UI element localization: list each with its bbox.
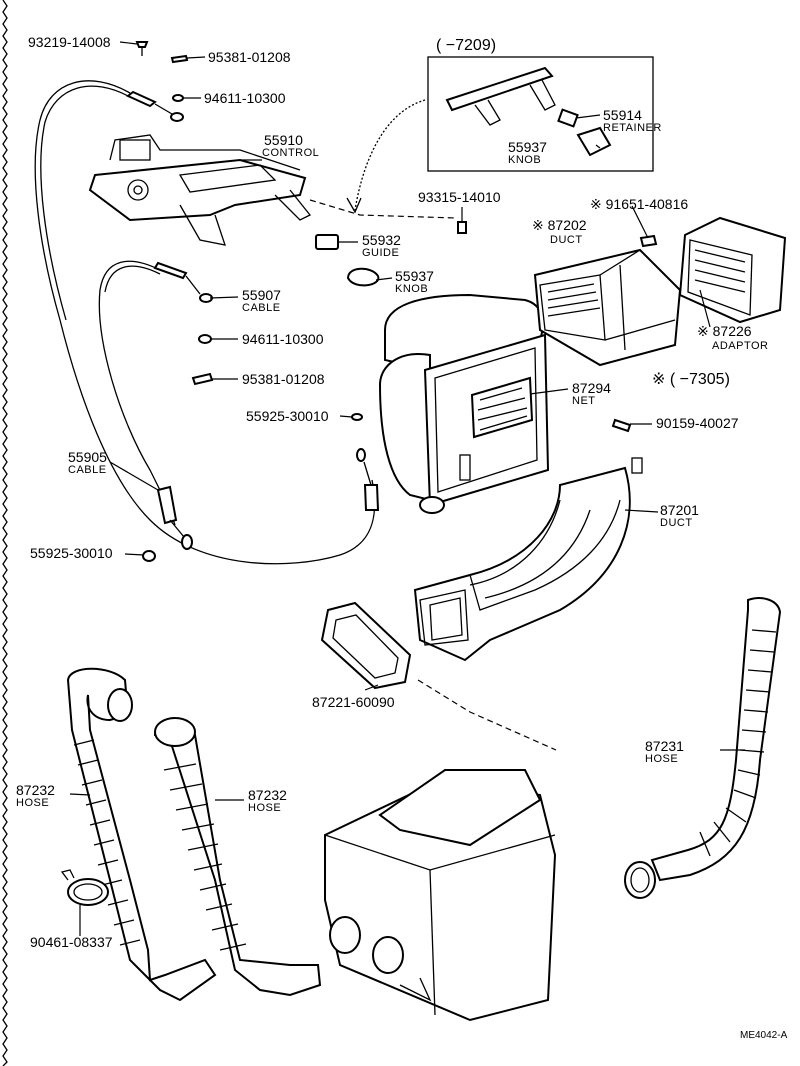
control-55910-drawing [88,134,312,246]
heater-box-drawing [324,769,557,1022]
part-94611-10300-lower: 94611-10300 [242,331,324,347]
hose-87232-left-drawing [66,667,217,1002]
diagram-code: ME4042-A [740,1030,788,1041]
cable-55905-inner [40,85,131,321]
part-95381-01208-lower: 95381-01208 [242,371,325,387]
part-55914-name: RETAINER [603,122,662,134]
knob-55937-drawing [346,267,380,287]
part-87226-number: ※ 87226 [697,323,752,339]
zigzag-border [2,0,8,1066]
part-55905-name: CABLE [68,464,107,476]
cable-55907-end [153,261,188,280]
inset-top-label: ( −7209) [436,37,496,54]
adaptor-87226-drawing [678,216,787,324]
cable-end-top [126,90,157,108]
part-94611-10300-top: 94611-10300 [204,90,286,106]
inset-box-top [427,56,654,172]
part-55937-top-name: KNOB [508,154,541,166]
part-87202-number: ※ 87202 [532,217,587,233]
part-87231-name: HOSE [645,753,678,765]
cable-end-left-lower [156,485,178,525]
part-87221-60090: 87221-60090 [312,694,395,710]
part-87232-right-name: HOSE [248,802,281,814]
guide-55932-drawing [315,234,339,250]
cable-end-right-lower [363,484,380,511]
part-87201-number: 87201 [660,502,699,518]
part-87231-number: 87231 [645,738,684,754]
part-55914-number: 55914 [603,107,642,123]
cable-55905-drawing [34,80,376,565]
part-87232-left-number: 87232 [16,782,55,798]
part-87226-name: ADAPTOR [712,340,768,352]
part-91651-40816: ※ 91651-40816 [590,196,688,212]
inset-right-label: ※ ( −7305) [652,371,730,388]
part-55937-top-number: 55937 [508,139,547,155]
cable-eyelet-top [170,112,184,122]
part-55925-30010-upper: 55925-30010 [246,408,329,424]
part-55907-name: CABLE [242,302,281,314]
part-55937-lower-name: KNOB [395,283,428,295]
cable-55907-drawing [98,260,176,526]
part-90461-08337: 90461-08337 [30,934,113,950]
part-87201-name: DUCT [660,517,693,529]
part-55910-number: 55910 [264,132,303,148]
part-55932-number: 55932 [362,232,401,248]
part-55932-name: GUIDE [362,247,399,259]
part-87202-name: DUCT [550,234,583,246]
part-55907-number: 55907 [242,287,281,303]
part-93219-14008: 93219-14008 [28,34,111,50]
part-87294-name: NET [572,395,596,407]
hose-87232-right-drawing [153,717,322,997]
part-87294-number: 87294 [572,380,611,396]
hose-87231-drawing [624,597,782,899]
part-90159-40027: 90159-40027 [656,415,739,431]
part-55925-30010-lower: 55925-30010 [30,545,113,561]
part-55910-name: CONTROL [262,147,319,159]
leader-lines [69,41,745,936]
duct-87202-drawing [533,248,682,367]
part-93315-14010: 93315-14010 [418,189,501,205]
inset-arrow [354,99,426,211]
fastener-drawings [135,41,658,562]
clamp-90461-drawing [60,869,109,906]
part-55937-lower-number: 55937 [395,268,434,284]
part-55905-number: 55905 [68,449,107,465]
seal-87221-drawing [320,601,412,690]
blower-unit-drawing [378,293,550,514]
part-95381-01208-top: 95381-01208 [208,49,291,65]
part-87232-left-name: HOSE [16,797,49,809]
duct-87201-drawing [413,457,643,662]
part-87232-right-number: 87232 [248,787,287,803]
lever-drawing [445,66,612,157]
